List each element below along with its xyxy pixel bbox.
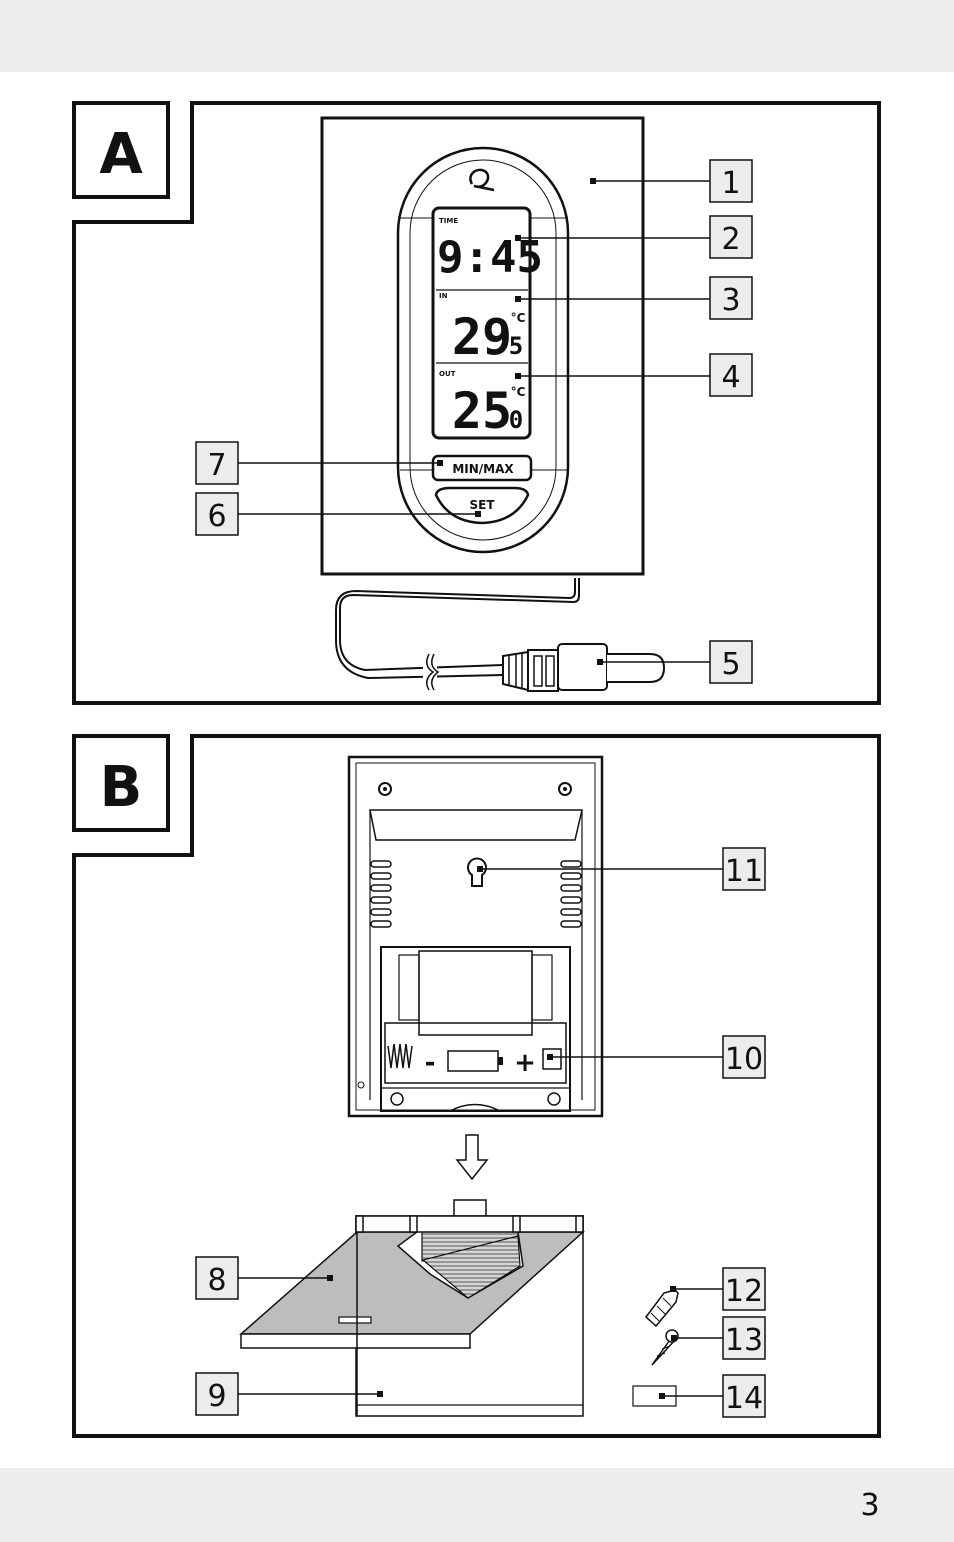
set-button-label: SET — [469, 498, 495, 512]
ventilation-slots-left — [370, 860, 392, 928]
panel-a-letter: A — [99, 122, 143, 187]
callout-10-label: 10 — [725, 1042, 763, 1077]
panel-a: A TIME 9:45 IN 29 5 °C OUT 25 0 °C — [72, 101, 881, 705]
wall-mount-keyhole — [467, 857, 487, 887]
outdoor-sensor — [502, 643, 666, 692]
callout-8-label: 8 — [207, 1263, 226, 1298]
callout-4-label: 4 — [721, 360, 740, 395]
lcd-display: TIME 9:45 IN 29 5 °C OUT 25 0 °C — [431, 206, 543, 440]
outdoor-unit: °C — [511, 385, 526, 399]
callout-12-label: 12 — [725, 1274, 763, 1309]
callout-1-label: 1 — [721, 166, 740, 201]
callout-14: 14 — [659, 1374, 766, 1418]
callout-2: 2 — [515, 215, 753, 259]
time-value: 9:45 — [437, 232, 543, 283]
wall-plug — [644, 1289, 679, 1328]
minmax-button[interactable]: MIN/MAX — [431, 454, 533, 482]
battery-cover — [239, 1231, 585, 1349]
down-arrow-icon — [455, 1134, 489, 1181]
callout-4: 4 — [515, 353, 753, 397]
callout-10: 10 — [547, 1035, 766, 1079]
minmax-button-label: MIN/MAX — [452, 462, 514, 476]
battery-compartment: - + — [380, 946, 571, 1112]
stand-hinges — [355, 1215, 584, 1233]
page-number: 3 — [860, 1488, 880, 1523]
callout-9-label: 9 — [207, 1379, 226, 1414]
indoor-temperature-decimal: 5 — [509, 332, 523, 360]
callout-13-label: 13 — [725, 1323, 763, 1358]
outdoor-temperature: 25 — [452, 382, 512, 440]
callout-12: 12 — [670, 1267, 766, 1311]
brand-logo — [469, 168, 495, 192]
outdoor-temperature-decimal: 0 — [509, 406, 523, 434]
ventilation-slots-right — [560, 860, 582, 928]
callout-5: 5 — [597, 640, 753, 684]
callout-11: 11 — [477, 847, 766, 891]
top-margin-band — [0, 0, 954, 72]
callout-2-label: 2 — [721, 222, 740, 257]
battery-icon — [447, 1050, 499, 1072]
spring-contact — [387, 1043, 413, 1069]
callout-11-label: 11 — [725, 854, 763, 889]
panel-b-letter-box — [72, 734, 170, 832]
callout-5-label: 5 — [721, 647, 740, 682]
battery-minus-symbol: - — [425, 1048, 436, 1078]
panel-b: B — [72, 734, 881, 1438]
callout-3-label: 3 — [721, 283, 740, 318]
callout-8: 8 — [195, 1256, 333, 1300]
callout-6: 6 — [195, 492, 481, 536]
callout-3: 3 — [515, 276, 753, 320]
panel-b-letter: B — [100, 755, 143, 820]
panel-a-letter-box — [72, 101, 170, 199]
callout-1: 1 — [590, 159, 753, 203]
indoor-label: IN — [439, 292, 448, 300]
outdoor-label: OUT — [439, 370, 456, 378]
callout-6-label: 6 — [207, 499, 226, 534]
weather-station-back: - + — [347, 755, 604, 1118]
indoor-unit: °C — [511, 311, 526, 325]
callout-13: 13 — [671, 1316, 766, 1360]
callout-14-label: 14 — [725, 1381, 763, 1416]
bottom-margin-band — [0, 1468, 954, 1542]
callout-7: 7 — [195, 441, 443, 485]
indoor-temperature: 29 — [452, 308, 512, 366]
outdoor-sensor-cable — [335, 578, 580, 691]
time-label: TIME — [439, 217, 458, 225]
battery-plus-symbol: + — [514, 1048, 536, 1078]
callout-7-label: 7 — [207, 448, 226, 483]
callout-9: 9 — [195, 1372, 383, 1416]
